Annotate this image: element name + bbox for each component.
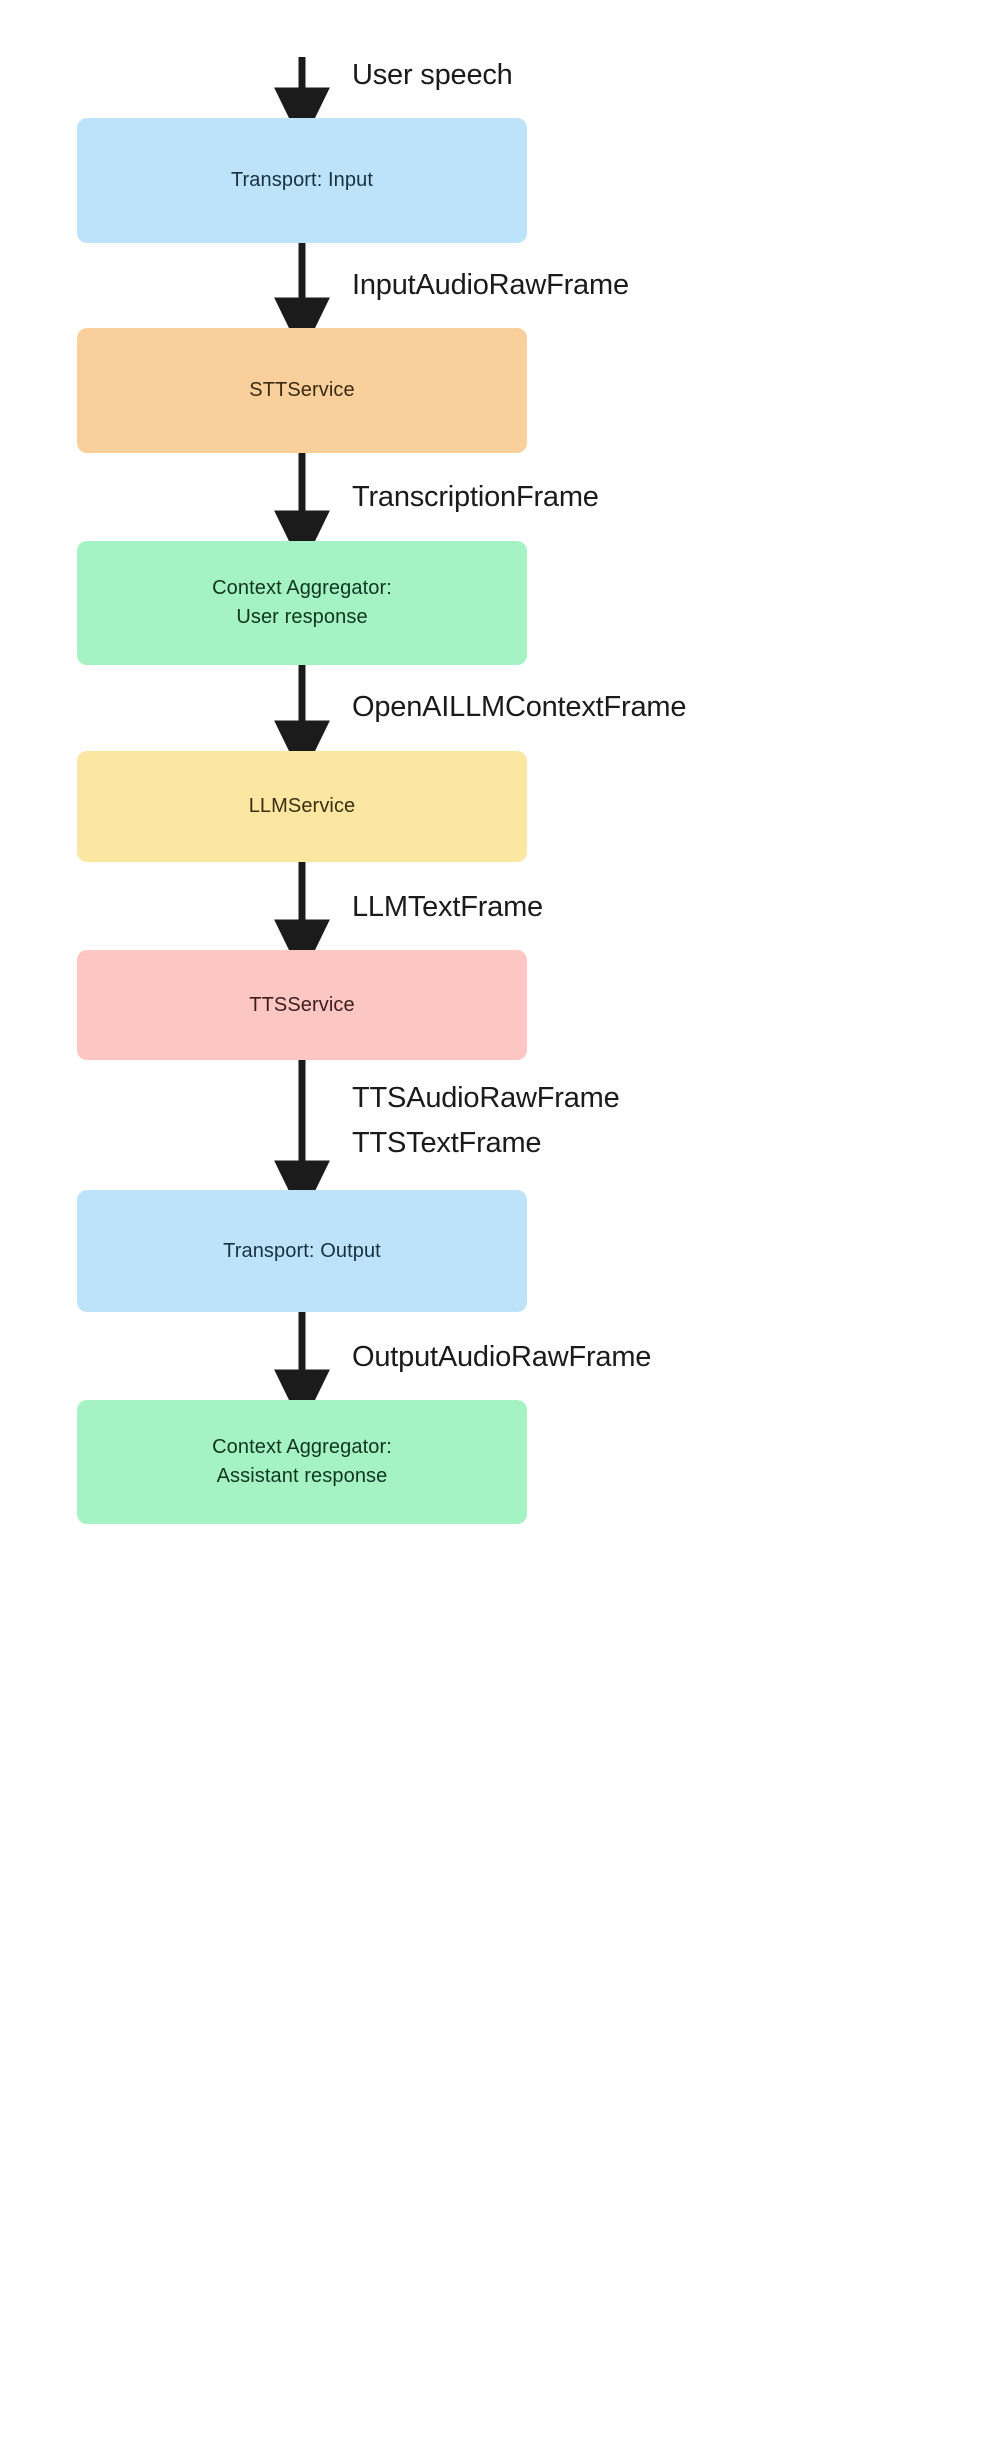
node-transport-output-text: Transport: Output [223, 1239, 381, 1262]
edge-label-transcription-frame: TranscriptionFrame [352, 481, 599, 513]
node-tts-service-text: TTSService [249, 993, 355, 1016]
node-context-aggregator-assistant-text: Context Aggregator: Assistant response [212, 1436, 392, 1487]
node-stt-service-text: STTService [249, 379, 355, 401]
node-transport-output[interactable]: Transport: Output [77, 1190, 527, 1312]
node-stt-service[interactable]: STTService [77, 328, 527, 453]
node-transport-input[interactable]: Transport: Input [77, 118, 527, 243]
node-context-aggregator-assistant[interactable]: Context Aggregator: Assistant response [77, 1400, 527, 1524]
edge-label-output-audio-raw-frame: OutputAudioRawFrame [352, 1341, 652, 1373]
node-llm-service[interactable]: LLMService [77, 751, 527, 862]
node-context-aggregator-user-text: Context Aggregator: User response [212, 577, 392, 628]
edge-label-input-audio-raw-frame: InputAudioRawFrame [352, 269, 629, 301]
edge-label-tts-frames: TTSAudioRawFrame TTSTextFrame [352, 1082, 620, 1159]
node-tts-service[interactable]: TTSService [77, 950, 527, 1060]
edge-label-user-speech: User speech [352, 59, 513, 91]
edge-label-openai-llm-context-frame: OpenAILLMContextFrame [352, 691, 687, 723]
edge-label-llm-text-frame: LLMTextFrame [352, 891, 543, 923]
node-context-aggregator-user[interactable]: Context Aggregator: User response [77, 541, 527, 665]
node-llm-service-text: LLMService [248, 795, 356, 817]
node-transport-input-text: Transport: Input [230, 169, 374, 191]
